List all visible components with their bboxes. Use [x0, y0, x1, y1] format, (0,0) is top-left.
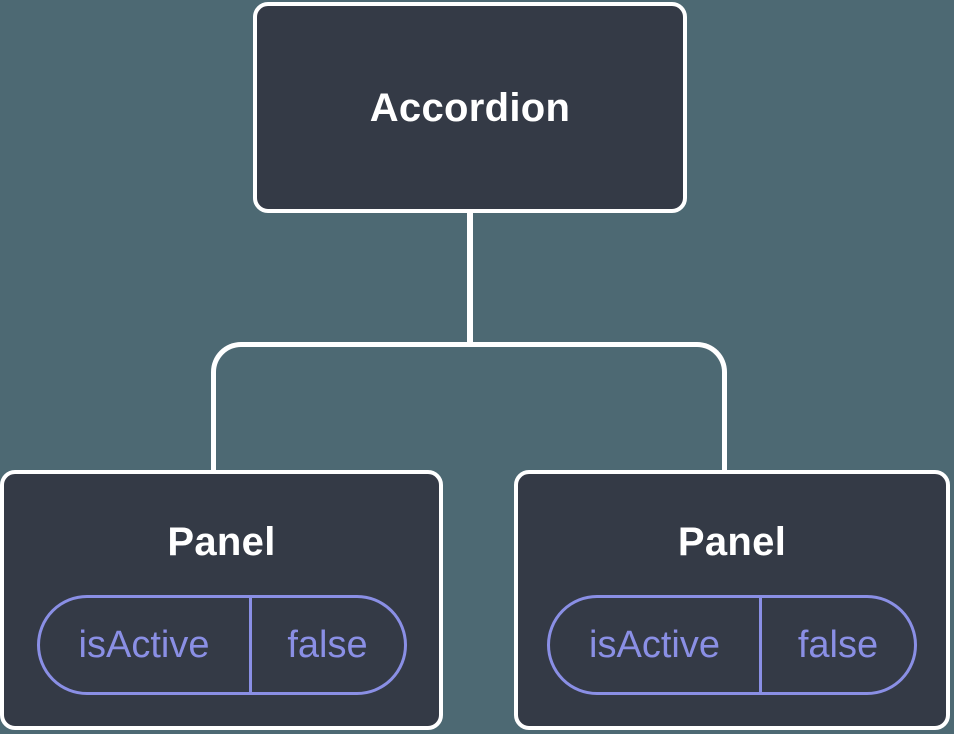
state-name: isActive — [40, 598, 252, 692]
state-pill: isActive false — [547, 595, 917, 695]
connector-bracket — [211, 342, 727, 472]
component-node-accordion: Accordion — [253, 2, 687, 213]
component-node-panel-2: Panel isActive false — [514, 470, 950, 730]
state-pill: isActive false — [36, 595, 407, 695]
component-name: Accordion — [369, 85, 571, 130]
state-value: false — [797, 623, 879, 666]
state-value: false — [287, 623, 368, 666]
component-name: Panel — [677, 520, 787, 564]
component-name: Panel — [167, 520, 276, 564]
connector-stem — [467, 211, 473, 344]
state-name: isActive — [550, 598, 762, 692]
component-node-panel-1: Panel isActive false — [0, 470, 443, 730]
